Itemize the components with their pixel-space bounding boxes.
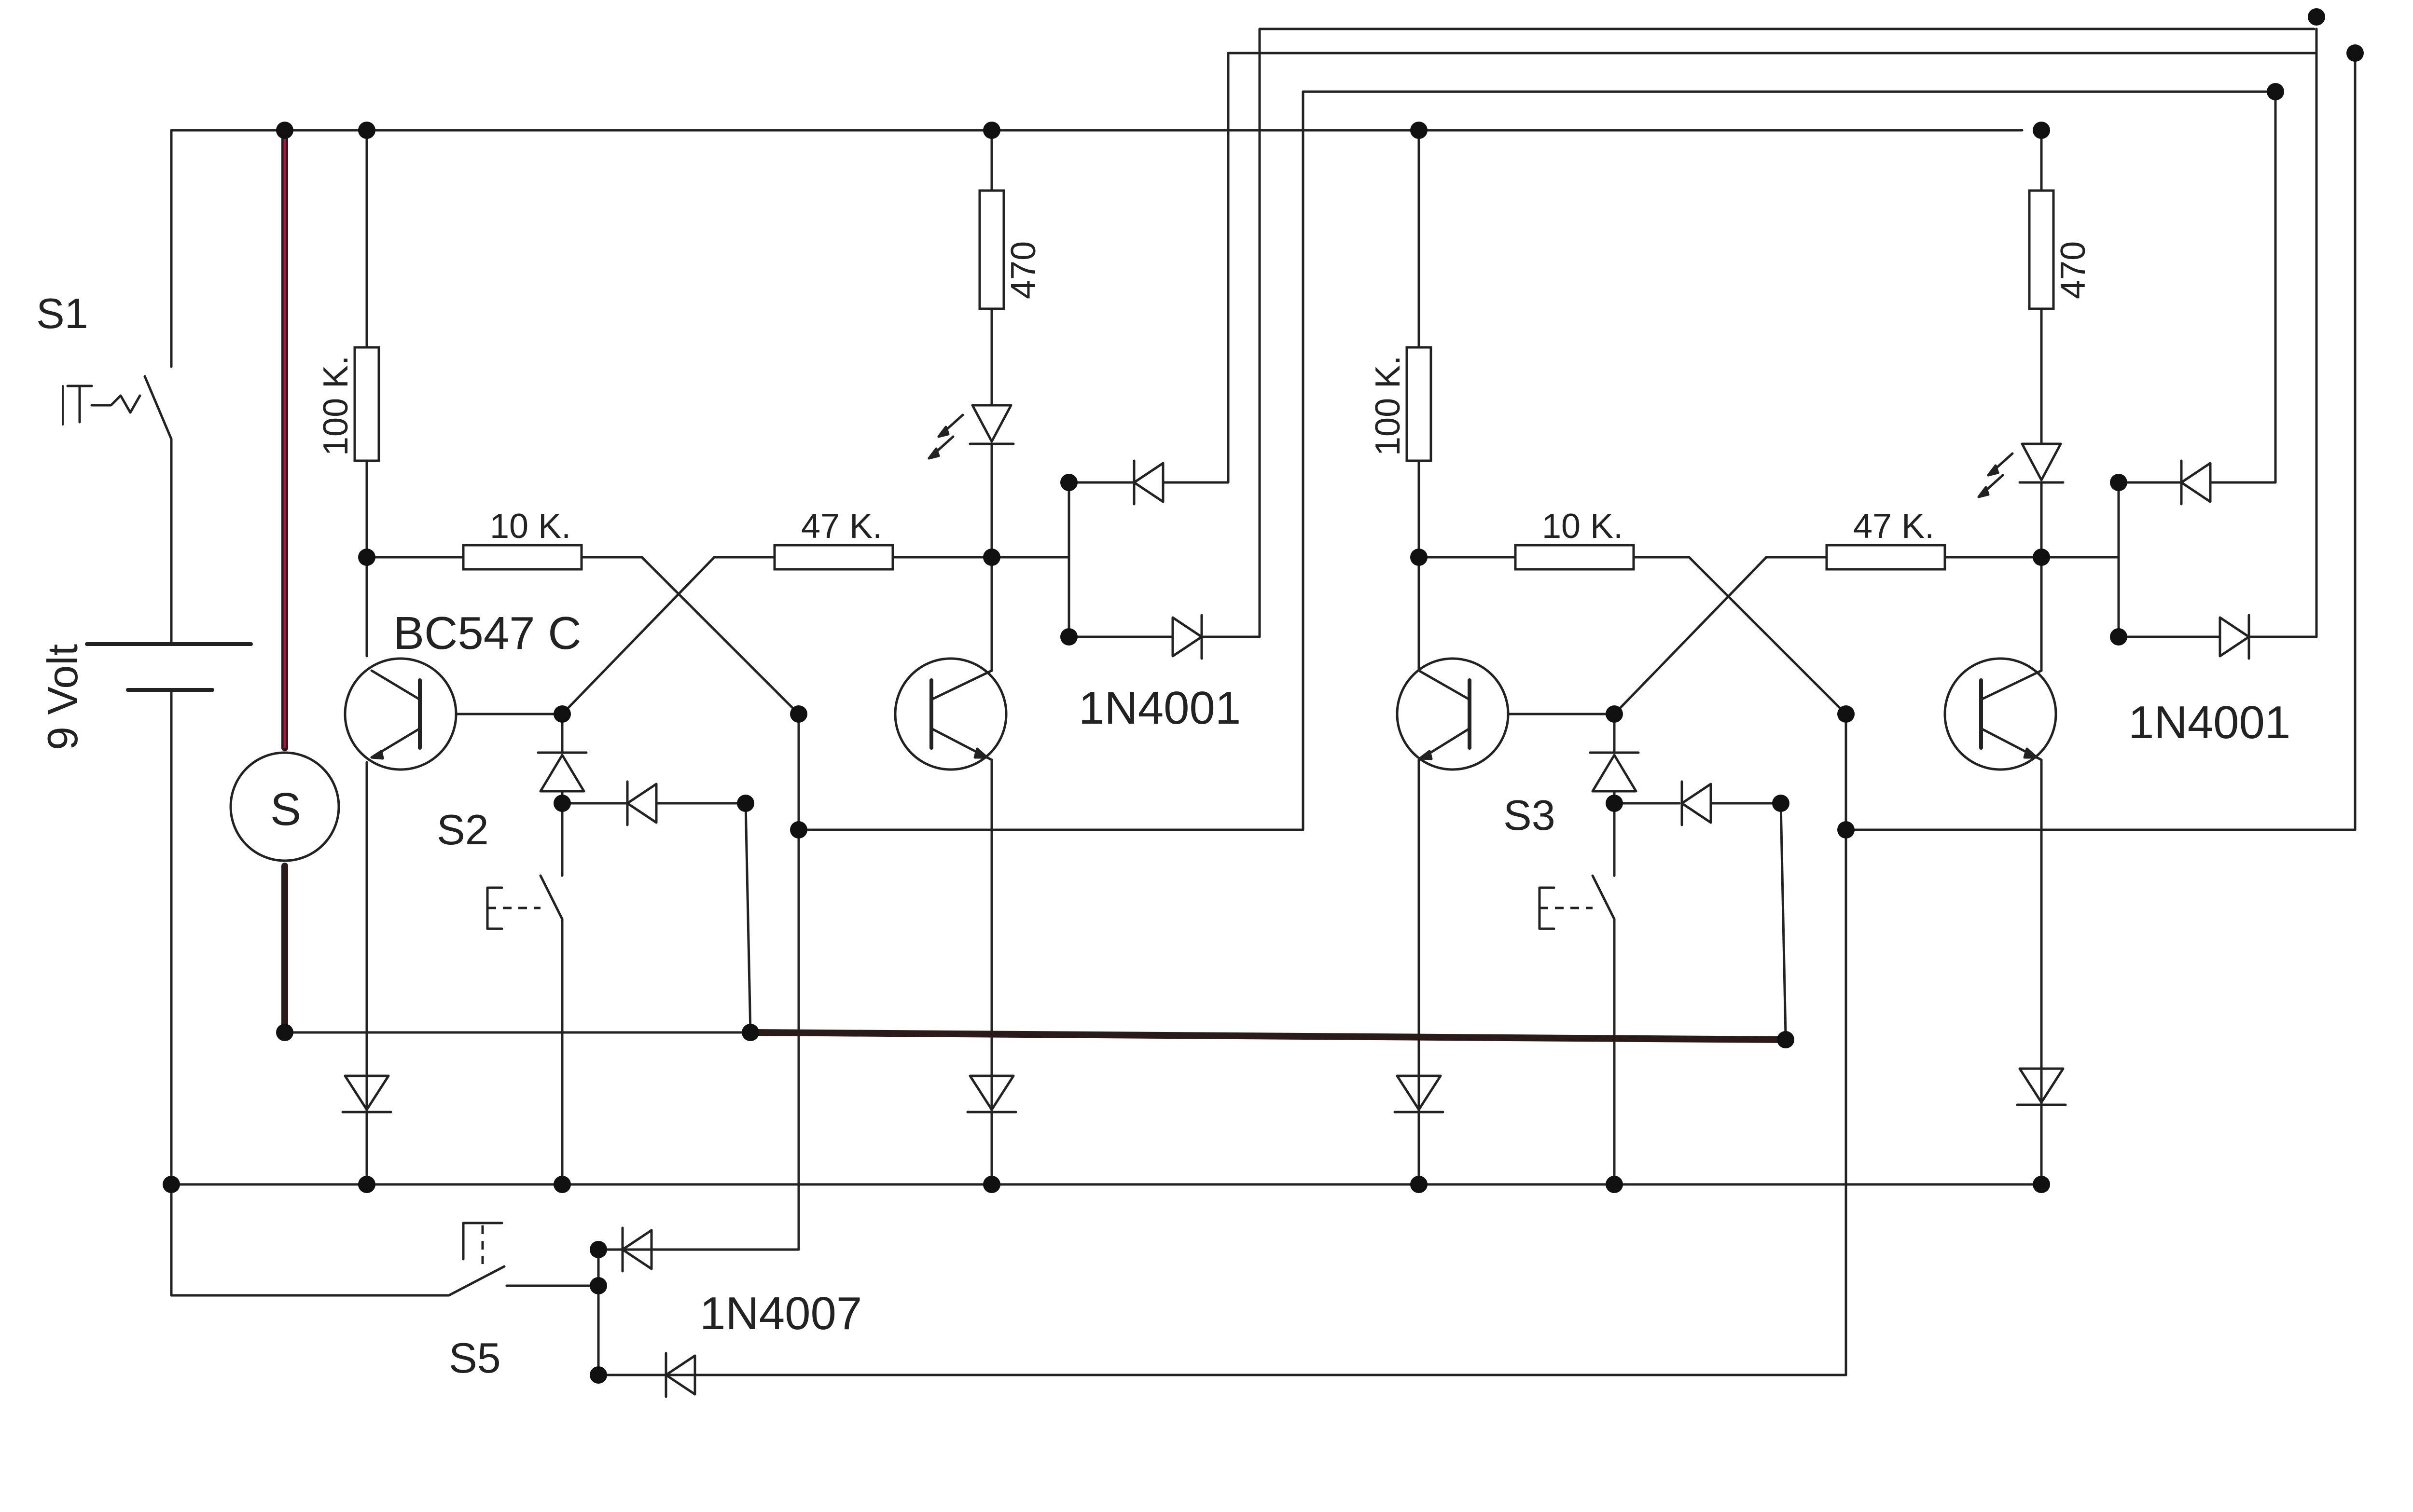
label-s1: S1 bbox=[36, 289, 88, 337]
transistor-q1 bbox=[344, 657, 458, 771]
label-sounder: S bbox=[270, 783, 301, 835]
resistor-470-right bbox=[2028, 189, 2055, 310]
label-r-led-right: 470 bbox=[2054, 241, 2093, 299]
resistor-470-left bbox=[978, 189, 1005, 310]
labels: S1 9 Volt S BC547 C S2 S3 S5 100 K. 100 … bbox=[36, 241, 2290, 1382]
junctions bbox=[163, 8, 2364, 1384]
label-diode-pair-left: 1N4001 bbox=[1079, 682, 1241, 734]
transistor-q2 bbox=[894, 657, 1008, 771]
label-r-cross-a-left: 10 K. bbox=[490, 507, 571, 546]
diode-bottom-4 bbox=[2016, 1067, 2067, 1106]
resistor-10k-right bbox=[1514, 544, 1635, 571]
label-s2: S2 bbox=[437, 806, 489, 853]
led-right bbox=[1977, 442, 2065, 498]
diode-steer-left-top bbox=[1133, 459, 1165, 506]
diode-steer-right-bottom bbox=[2219, 614, 2250, 660]
transistors bbox=[344, 657, 2057, 771]
resistor-100k-left bbox=[353, 346, 380, 462]
diodes bbox=[341, 404, 2250, 1398]
switch-s5 bbox=[447, 1222, 506, 1297]
battery bbox=[85, 642, 253, 692]
label-battery: 9 Volt bbox=[39, 644, 86, 750]
switch-s3 bbox=[1538, 874, 1616, 930]
label-r-led-left: 470 bbox=[1004, 241, 1043, 299]
resistors bbox=[353, 189, 2055, 571]
diode-bus-left bbox=[626, 780, 658, 826]
label-diode-bottom: 1N4007 bbox=[700, 1288, 862, 1339]
switch-s2 bbox=[486, 874, 564, 930]
label-s3: S3 bbox=[1503, 791, 1555, 839]
resistor-47k-right bbox=[1825, 544, 1946, 571]
label-r-base-right: 100 K. bbox=[1369, 356, 1407, 456]
diode-base-right bbox=[1589, 751, 1640, 793]
label-r-cross-b-right: 47 K. bbox=[1853, 507, 1934, 546]
resistor-47k-left bbox=[773, 544, 894, 571]
diode-bus-right bbox=[1680, 780, 1712, 826]
diode-steer-left-bottom bbox=[1171, 614, 1203, 660]
transistor-q3 bbox=[1396, 657, 1510, 771]
label-diode-pair-right: 1N4001 bbox=[2128, 697, 2290, 748]
label-r-base-left: 100 K. bbox=[317, 356, 355, 456]
label-r-cross-a-right: 10 K. bbox=[1542, 507, 1623, 546]
diode-base-left bbox=[537, 751, 588, 793]
switch-s1 bbox=[62, 310, 173, 440]
diode-bottom-3 bbox=[1393, 1074, 1444, 1113]
resistor-100k-right bbox=[1405, 346, 1432, 462]
resistor-10k-left bbox=[462, 544, 583, 571]
label-transistor-left: BC547 C bbox=[393, 607, 582, 659]
diode-bottom-1 bbox=[341, 1074, 392, 1113]
label-s5: S5 bbox=[449, 1334, 501, 1382]
diode-bottom-2 bbox=[966, 1074, 1017, 1113]
sounder bbox=[229, 751, 340, 862]
diode-1n4007-top bbox=[621, 1226, 653, 1273]
led-left bbox=[928, 404, 1015, 460]
diode-steer-right-top bbox=[2180, 459, 2212, 506]
transistor-q4 bbox=[1943, 657, 2057, 771]
diode-1n4007-bottom bbox=[665, 1352, 696, 1398]
label-r-cross-b-left: 47 K. bbox=[801, 507, 882, 546]
